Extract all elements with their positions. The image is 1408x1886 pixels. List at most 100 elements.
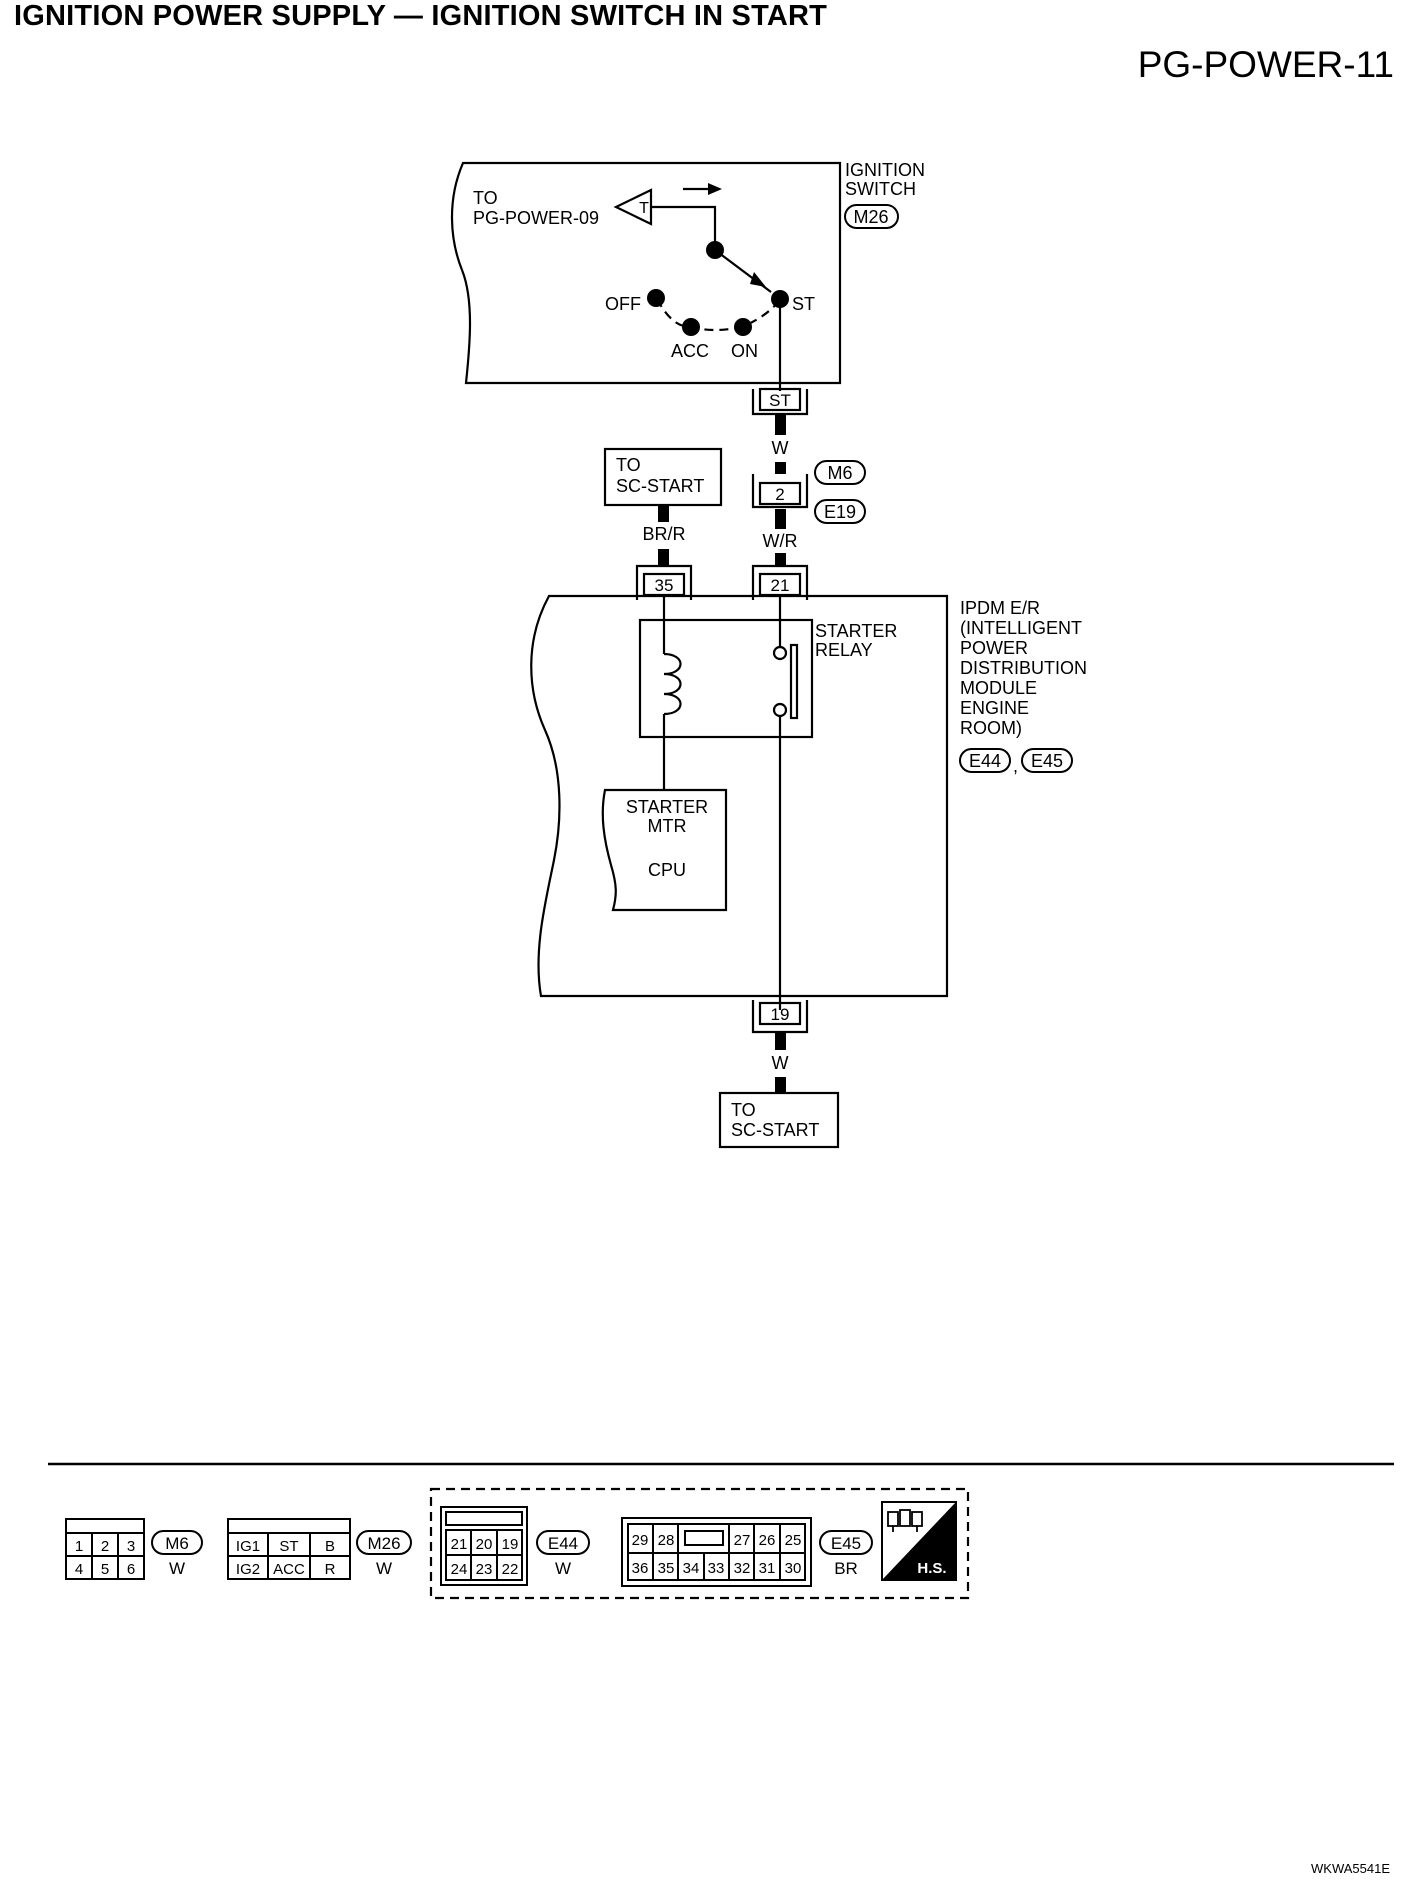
connector-view-e45-color: BR: [834, 1559, 858, 1578]
diagram-label: 6: [127, 1561, 135, 1578]
diagram-label: 30: [785, 1560, 802, 1577]
diagram-label: IG2: [236, 1561, 260, 1578]
ipdm-connector-e44: E44: [969, 751, 1001, 771]
wire-color-w-bottom: W: [772, 1053, 789, 1073]
diagram-label: 26: [759, 1532, 776, 1549]
diagram-label: 20: [476, 1536, 493, 1553]
starter-relay-label-line1: STARTER: [815, 621, 897, 641]
sc-start-top-line1: TO: [616, 455, 641, 475]
diagram-label: 4: [75, 1561, 83, 1578]
diagram-label: 21: [451, 1536, 468, 1553]
relay-contact-bar: [789, 643, 799, 720]
diagram-label: 5: [101, 1561, 109, 1578]
ipdm-label-line7: ROOM): [960, 718, 1022, 738]
connector-view-m26-color: W: [376, 1559, 392, 1578]
connector-view-e44-name: E44: [548, 1534, 578, 1553]
ipdm-label-line2: (INTELLIGENT: [960, 618, 1082, 638]
switch-position-on: [734, 318, 752, 336]
diagram-label: 32: [734, 1560, 751, 1577]
connector-view-m26-name: M26: [367, 1534, 400, 1553]
ignition-switch-connector: M26: [853, 207, 888, 227]
st-connector-pin: ST: [769, 391, 791, 410]
ipdm-connector-separator: ,: [1013, 756, 1018, 776]
diagram-label: 36: [632, 1560, 649, 1577]
arrow-tag: [613, 188, 653, 226]
position-label-on: ON: [731, 341, 758, 361]
joint-connector-pin: 2: [775, 485, 784, 504]
to-label-top-line2: PG-POWER-09: [473, 208, 599, 228]
connector-view-e45: [621, 1517, 812, 1587]
switch-position-st: [771, 290, 789, 308]
joint-connector-e19: E19: [824, 502, 856, 522]
diagram-label: B: [325, 1538, 335, 1555]
joint-connector-m6: M6: [827, 463, 852, 483]
to-label-top-line1: TO: [473, 188, 498, 208]
cpu-label-line2: MTR: [648, 816, 687, 836]
connector-group-outline: [429, 1487, 970, 1600]
cpu-label-line3: CPU: [648, 860, 686, 880]
ignition-switch-label-line1: IGNITION: [845, 160, 925, 180]
relay-contact-upper: [772, 645, 788, 661]
cpu-label-line1: STARTER: [626, 797, 708, 817]
connector-view-m6-name: M6: [165, 1534, 189, 1553]
page-code: PG-POWER-11: [1137, 44, 1394, 85]
diagram-label: 33: [708, 1560, 725, 1577]
diagram-label: 29: [632, 1532, 649, 1549]
diagram-label: 24: [451, 1561, 468, 1578]
starter-relay-label-line2: RELAY: [815, 640, 873, 660]
diagram-label: 3: [127, 1538, 135, 1555]
arrow-tag-letter: T: [639, 200, 649, 217]
diagram-label: 27: [734, 1532, 751, 1549]
switch-pivot-dot: [706, 241, 724, 259]
ipdm-label-line5: MODULE: [960, 678, 1037, 698]
ipdm-pin-19: 19: [771, 1005, 790, 1024]
connector-view-m6-color: W: [169, 1559, 185, 1578]
wire-color-br-r: BR/R: [642, 524, 685, 544]
ipdm-connector-e45: E45: [1031, 751, 1063, 771]
diagram-label: ST: [279, 1538, 298, 1555]
position-label-acc: ACC: [671, 341, 709, 361]
diagram-label: R: [325, 1561, 336, 1578]
sc-start-bottom-box: [718, 1091, 840, 1149]
connector-view-e44: [440, 1506, 528, 1586]
diagram-label: 2: [101, 1538, 109, 1555]
diagram-label: 25: [785, 1532, 802, 1549]
connector-view-e45-name: E45: [831, 1534, 861, 1553]
wire-color-w-r: W/R: [763, 531, 798, 551]
sc-start-top-line2: SC-START: [616, 476, 704, 496]
page-title: IGNITION POWER SUPPLY — IGNITION SWITCH …: [14, 0, 828, 32]
ipdm-pin-21: 21: [771, 576, 790, 595]
diagram-label: 19: [502, 1536, 519, 1553]
relay-coil: [663, 652, 682, 716]
connector-view-m6: [65, 1518, 145, 1580]
hs-label: H.S.: [917, 1560, 946, 1577]
switch-wiper: [651, 205, 717, 250]
ipdm-box: [530, 594, 949, 998]
switch-position-off: [647, 289, 665, 307]
figure-code: WKWA5541E: [1311, 1861, 1390, 1876]
hs-symbol: H.S.: [881, 1501, 957, 1581]
diagram-label: 1: [75, 1538, 83, 1555]
connector-view-m26: [227, 1518, 351, 1580]
diagram-label: 23: [476, 1561, 493, 1578]
diagram-label: 35: [658, 1560, 675, 1577]
hs-connector-icon: [887, 1509, 923, 1532]
switch-position-arc: [656, 298, 781, 332]
ipdm-label-line3: POWER: [960, 638, 1028, 658]
diagram-label: ACC: [273, 1561, 305, 1578]
ipdm-label-line1: IPDM E/R: [960, 598, 1040, 618]
ignition-switch-box: [450, 161, 842, 385]
switch-position-acc: [682, 318, 700, 336]
wire-color-w-top: W: [772, 438, 789, 458]
connector-view-e44-color: W: [555, 1559, 571, 1578]
diagram-label: 28: [658, 1532, 675, 1549]
diagram-label: IG1: [236, 1538, 260, 1555]
position-label-off: OFF: [605, 294, 641, 314]
sc-start-bottom-line2: SC-START: [731, 1120, 819, 1140]
ipdm-pin-35: 35: [655, 576, 674, 595]
sc-start-bottom-line1: TO: [731, 1100, 756, 1120]
relay-contact-lower: [772, 702, 788, 718]
position-label-st: ST: [792, 294, 815, 314]
ipdm-label-line4: DISTRIBUTION: [960, 658, 1087, 678]
